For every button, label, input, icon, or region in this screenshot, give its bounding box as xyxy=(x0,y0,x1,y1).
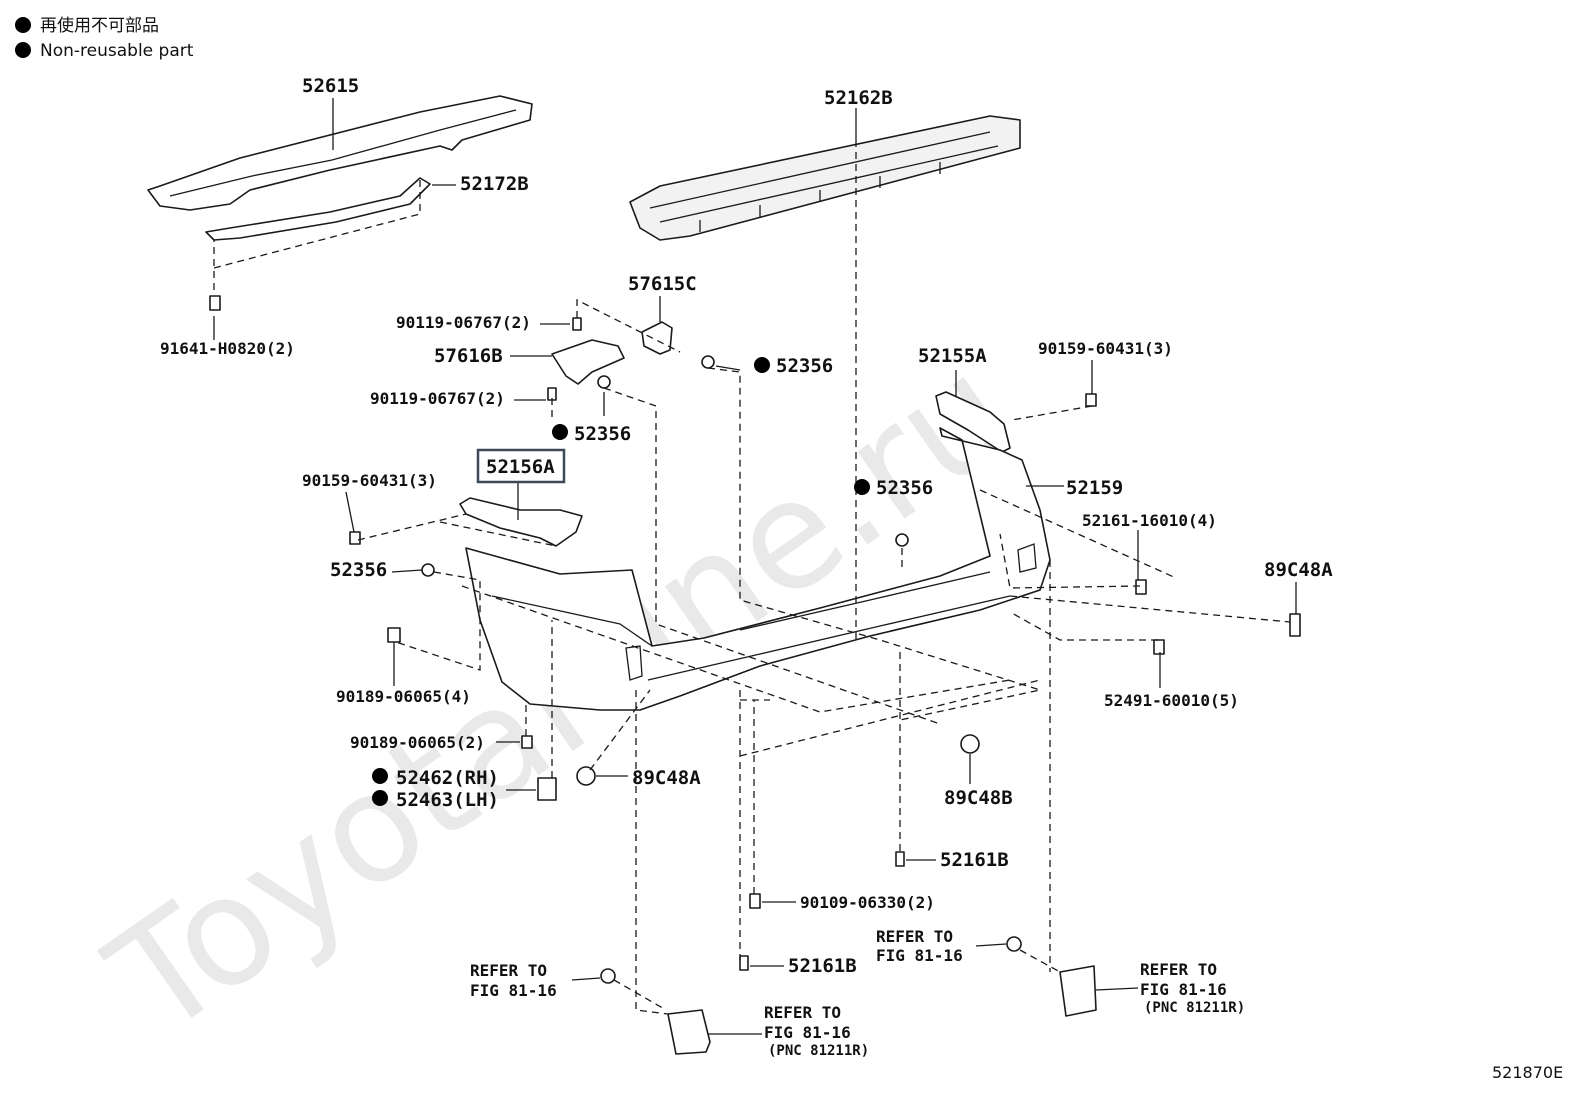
refer-right-top-line2[interactable]: FIG 81-16 xyxy=(876,946,963,965)
nut-refer-left-icon[interactable] xyxy=(600,968,616,984)
label-91641[interactable]: 91641-H0820(2) xyxy=(160,339,295,358)
clip-52161B-b-icon[interactable] xyxy=(739,955,749,971)
highlight-box-52156A xyxy=(476,448,566,484)
label-52356-c[interactable]: 52356 xyxy=(330,559,387,581)
screw-52161-16010-icon[interactable] xyxy=(1135,579,1147,595)
label-90159-b[interactable]: 90159-60431(3) xyxy=(1038,339,1173,358)
refer-left-top-line1[interactable]: REFER TO xyxy=(470,961,547,980)
label-52172B[interactable]: 52172B xyxy=(460,173,529,195)
legend-text-jp: 再使用不可部品 xyxy=(40,15,159,36)
legend: 再使用不可部品 Non-reusable part xyxy=(15,15,194,61)
label-90119-a[interactable]: 90119-06767(2) xyxy=(396,313,531,332)
label-52155A[interactable]: 52155A xyxy=(918,345,987,367)
label-52615[interactable]: 52615 xyxy=(302,75,359,97)
refer-left-top-line2[interactable]: FIG 81-16 xyxy=(470,981,557,1000)
part-52159-bumper-cover[interactable] xyxy=(465,427,1051,711)
refer-right-bottom-line2[interactable]: FIG 81-16 xyxy=(1140,980,1227,999)
label-90189-b[interactable]: 90189-06065(2) xyxy=(350,733,485,752)
refer-left-bottom-line3: (PNC 81211R) xyxy=(768,1043,869,1059)
label-52162B[interactable]: 52162B xyxy=(824,87,893,109)
label-52463[interactable]: 52463(LH) xyxy=(396,789,499,811)
label-52356-b[interactable]: 52356 xyxy=(574,423,631,445)
label-89C48A-right[interactable]: 89C48A xyxy=(1264,559,1333,581)
reflector-left-icon[interactable] xyxy=(667,1009,711,1055)
illustration-ref-id: 521870E xyxy=(1492,1063,1563,1082)
nut-refer-right-icon[interactable] xyxy=(1006,936,1022,952)
refer-right-bottom-line3: (PNC 81211R) xyxy=(1144,1000,1245,1016)
part-labels: 52615 52172B 52162B 91641-H0820(2) 57615… xyxy=(160,75,1333,977)
part-52615-reinforcement[interactable] xyxy=(147,95,533,211)
nut-52356-b-icon[interactable] xyxy=(701,355,715,369)
label-90159-a[interactable]: 90159-60431(3) xyxy=(302,471,437,490)
label-57616B[interactable]: 57616B xyxy=(434,345,503,367)
bolt-90159-a-icon[interactable] xyxy=(349,531,361,545)
sensor-89C48B-icon[interactable] xyxy=(960,734,980,754)
refer-notes: REFER TO FIG 81-16 REFER TO FIG 81-16 (P… xyxy=(470,927,1245,1059)
pad-52462-icon[interactable] xyxy=(537,777,557,801)
label-90189-a[interactable]: 90189-06065(4) xyxy=(336,687,471,706)
part-52162B-step-pad[interactable] xyxy=(629,115,1021,241)
sensor-89C48A-right-icon[interactable] xyxy=(1289,613,1301,637)
bolt-91641-icon[interactable] xyxy=(209,295,221,311)
screw-90119-a-icon[interactable] xyxy=(572,317,582,331)
label-90109[interactable]: 90109-06330(2) xyxy=(800,893,935,912)
nut-52356-c-icon[interactable] xyxy=(421,563,435,577)
screw-52491-icon[interactable] xyxy=(1153,639,1165,655)
legend-dot-icon xyxy=(15,42,31,58)
refer-right-bottom-line1[interactable]: REFER TO xyxy=(1140,960,1217,979)
clip-90189-a-icon[interactable] xyxy=(387,627,401,643)
fasteners xyxy=(209,295,1301,1055)
clip-90189-b-icon[interactable] xyxy=(521,735,533,749)
part-57615C-bracket[interactable] xyxy=(641,321,673,355)
part-52172B-retainer[interactable] xyxy=(205,177,431,241)
label-52161-16010[interactable]: 52161-16010(4) xyxy=(1082,511,1217,530)
label-57615C[interactable]: 57615C xyxy=(628,273,697,295)
refer-left-bottom-line1[interactable]: REFER TO xyxy=(764,1003,841,1022)
leader-lines xyxy=(213,98,1297,1035)
nut-52356-d-icon[interactable] xyxy=(895,533,909,547)
label-90119-b[interactable]: 90119-06767(2) xyxy=(370,389,505,408)
part-52156A-retainer[interactable] xyxy=(459,497,583,547)
clip-52161B-a-icon[interactable] xyxy=(895,851,905,867)
part-52155A-retainer[interactable] xyxy=(935,391,1011,453)
refer-right-top-line1[interactable]: REFER TO xyxy=(876,927,953,946)
label-52159[interactable]: 52159 xyxy=(1066,477,1123,499)
legend-dot-icon xyxy=(15,17,31,33)
label-52161B-b[interactable]: 52161B xyxy=(788,955,857,977)
label-89C48B[interactable]: 89C48B xyxy=(944,787,1013,809)
label-52156A[interactable]: 52156A xyxy=(486,456,555,478)
screw-90109-icon[interactable] xyxy=(749,893,761,909)
refer-left-bottom-line2[interactable]: FIG 81-16 xyxy=(764,1023,851,1042)
label-52161B-a[interactable]: 52161B xyxy=(940,849,1009,871)
bolt-90159-b-icon[interactable] xyxy=(1085,393,1097,407)
non-reusable-markers xyxy=(372,357,870,806)
label-52462[interactable]: 52462(RH) xyxy=(396,767,499,789)
label-52356-d[interactable]: 52356 xyxy=(876,477,933,499)
assembly-lines xyxy=(213,140,1291,1015)
label-52356-a[interactable]: 52356 xyxy=(776,355,833,377)
sensor-89C48A-left-icon[interactable] xyxy=(576,766,596,786)
label-52491[interactable]: 52491-60010(5) xyxy=(1104,691,1239,710)
nut-52356-a-icon[interactable] xyxy=(597,375,611,389)
reflector-right-icon[interactable] xyxy=(1059,965,1097,1017)
part-57616B-bracket[interactable] xyxy=(551,339,625,385)
label-89C48A-left[interactable]: 89C48A xyxy=(632,767,701,789)
legend-text-en: Non-reusable part xyxy=(40,41,194,61)
